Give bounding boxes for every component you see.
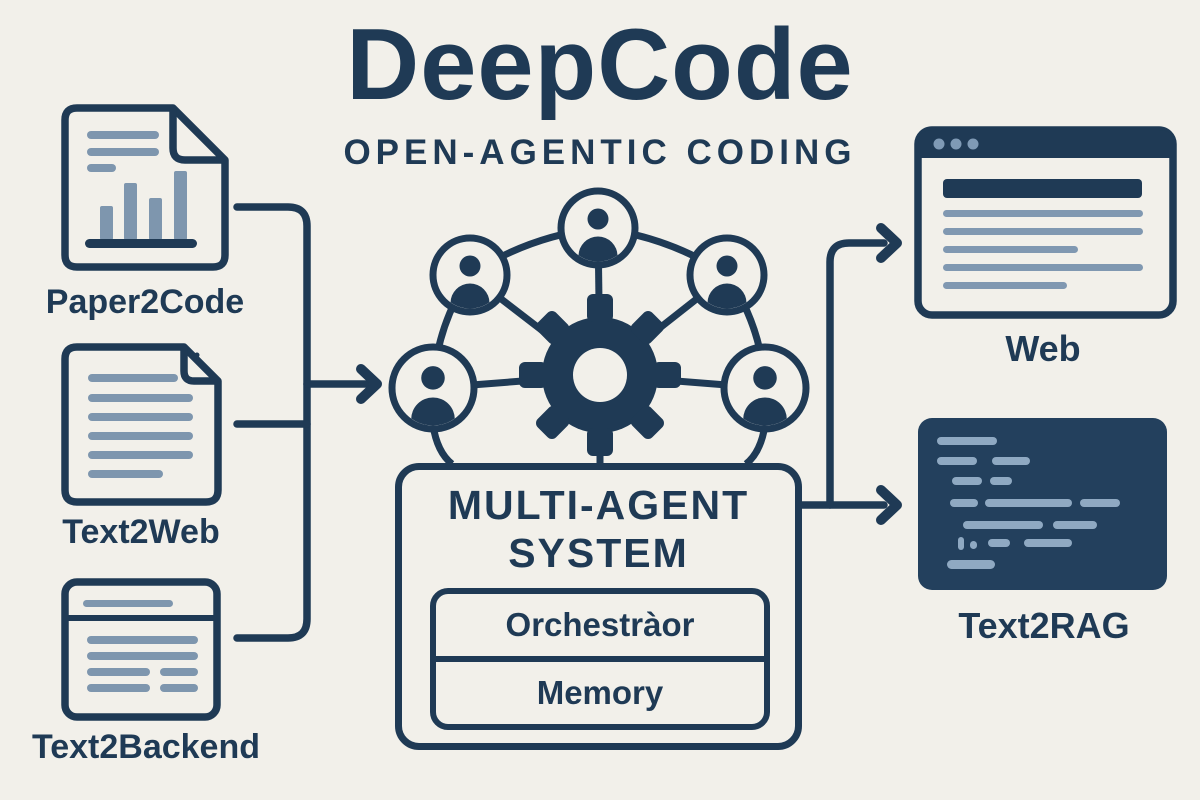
multi-agent-title-line2: SYSTEM xyxy=(508,530,689,576)
page-title: DeepCode xyxy=(346,9,854,121)
page-subtitle: OPEN-AGENTIC CODING xyxy=(343,133,857,172)
agent-avatar-icon xyxy=(686,234,768,316)
gear-icon xyxy=(519,294,681,456)
input-label-text2backend: Text2Backend xyxy=(31,728,261,766)
input-label-paper2code: Paper2Code xyxy=(45,283,245,321)
rag-arrow-icon xyxy=(876,485,902,525)
document-chart-icon xyxy=(61,104,229,271)
multi-agent-title-line1: MULTI-AGENT xyxy=(447,482,750,528)
code-editor-icon xyxy=(918,418,1167,590)
output-connector-line xyxy=(796,239,888,509)
core-components-box: Orchestràor Memory xyxy=(430,588,770,730)
output-label-web: Web xyxy=(1005,328,1081,369)
input-connector-line xyxy=(233,203,370,642)
multi-agent-system-box: MULTI-AGENT SYSTEM Orchestràor Memory xyxy=(395,463,802,750)
agent-avatar-icon xyxy=(557,187,639,269)
agent-avatars xyxy=(388,187,810,433)
browser-window-icon xyxy=(914,126,1177,319)
memory-row: Memory xyxy=(536,674,664,711)
input-arrow-icon xyxy=(356,364,382,404)
web-arrow-icon xyxy=(876,223,902,263)
browser-dots-icon xyxy=(933,138,979,150)
table-window-icon xyxy=(61,578,221,721)
agent-avatar-icon xyxy=(429,234,511,316)
orchestrator-row: Orchestràor xyxy=(436,594,764,662)
agent-avatar-icon xyxy=(720,343,810,433)
document-text-icon xyxy=(61,343,222,506)
output-label-text2rag: Text2RAG xyxy=(958,605,1130,646)
agent-avatar-icon xyxy=(388,343,478,433)
input-label-text2web: Text2Web xyxy=(62,513,220,551)
